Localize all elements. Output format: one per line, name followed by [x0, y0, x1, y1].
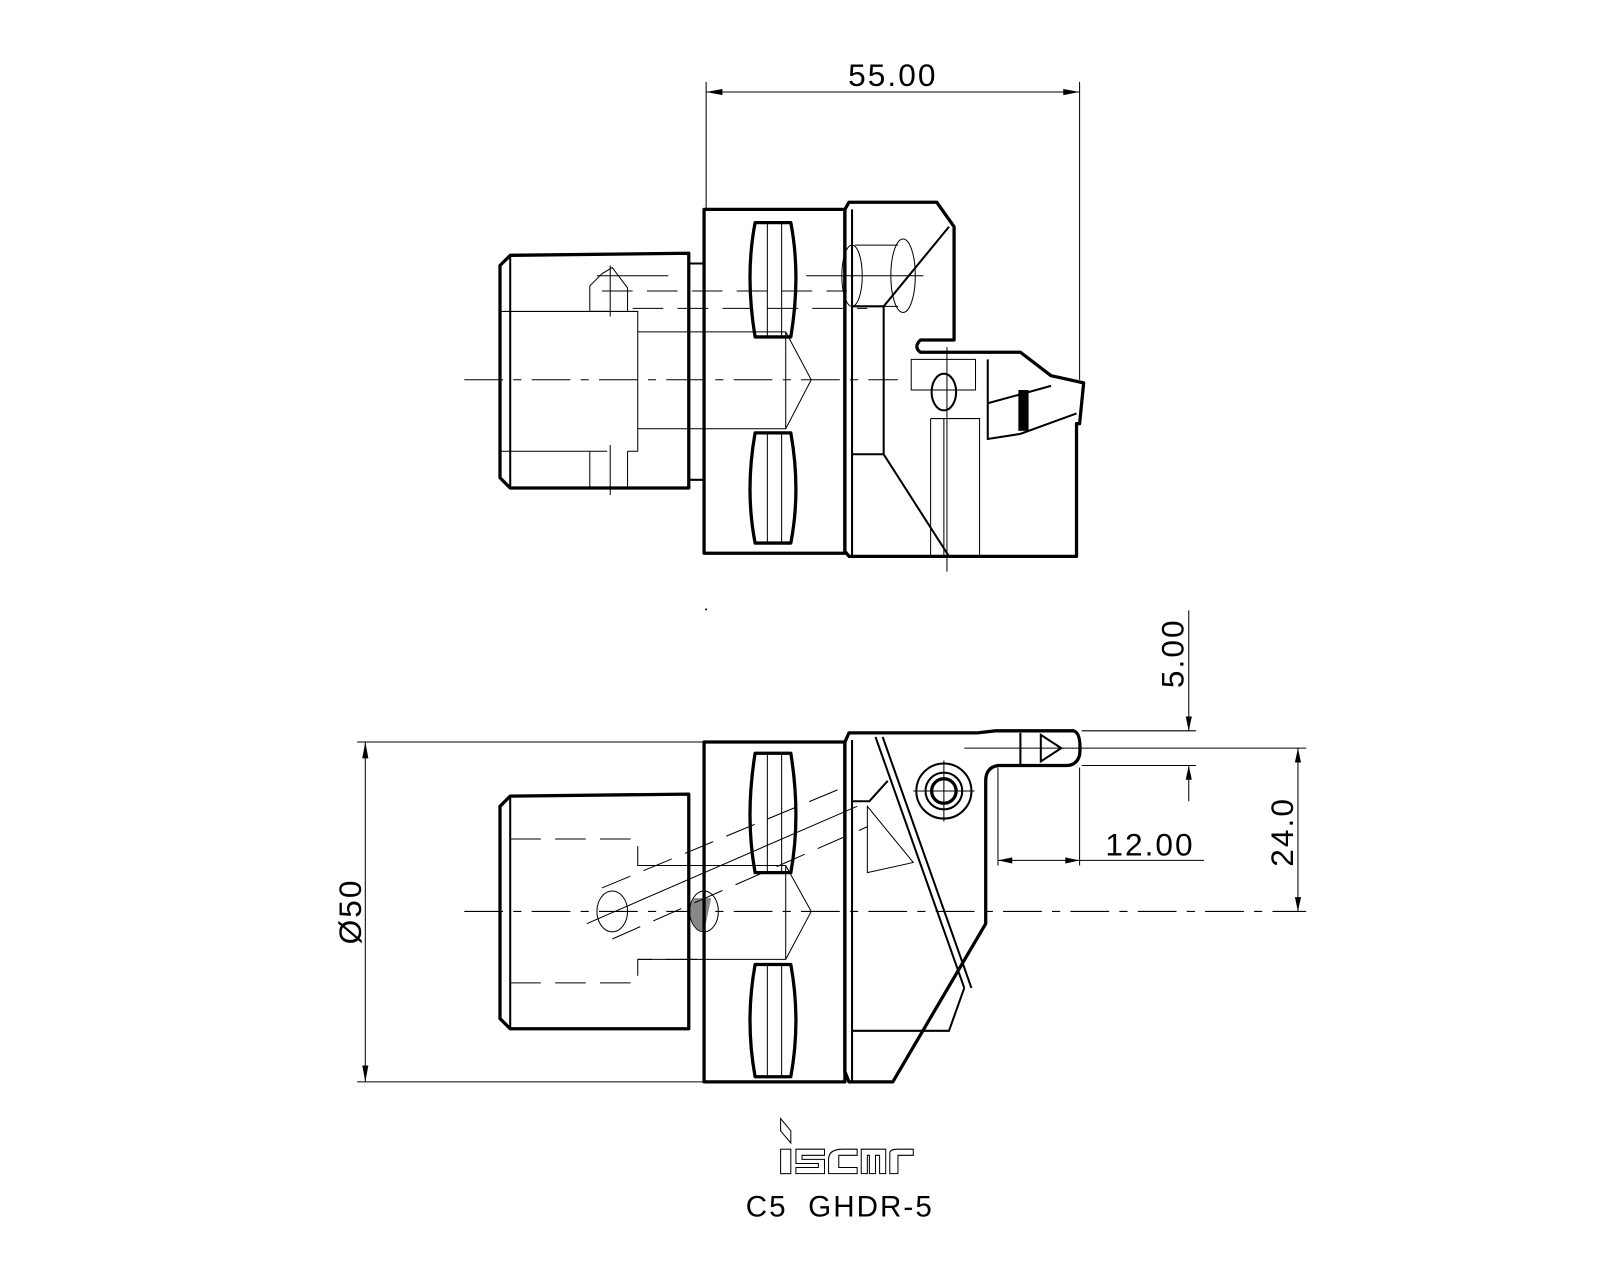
tool-head: [843, 729, 1082, 1084]
dimension-label-height: 24.0: [1264, 797, 1300, 867]
shank: [498, 785, 868, 1031]
top-view: 55.00: [464, 57, 1086, 572]
dimension-width: 5.00: [1081, 610, 1196, 802]
dimension-label-length: 55.00: [848, 57, 937, 93]
dimension-label-offset: 12.00: [1105, 826, 1194, 862]
shank: [498, 251, 868, 496]
iscar-logo: [780, 1117, 914, 1175]
dimension-diameter: Ø50: [332, 741, 705, 1083]
dimension-label-width: 5.00: [1155, 618, 1191, 688]
dimension-offset: 12.00: [997, 767, 1205, 866]
dimension-label-diameter: Ø50: [332, 878, 368, 944]
flange: [637, 207, 847, 555]
front-view: Ø50 5.00 12.00 24.0: [332, 610, 1307, 1084]
dimension-height: 24.0: [1081, 747, 1307, 912]
tool-head: [806, 200, 1086, 572]
dimension-55: 55.00: [705, 57, 1081, 380]
part-number-caption: C5 GHDR-5: [746, 1191, 934, 1224]
